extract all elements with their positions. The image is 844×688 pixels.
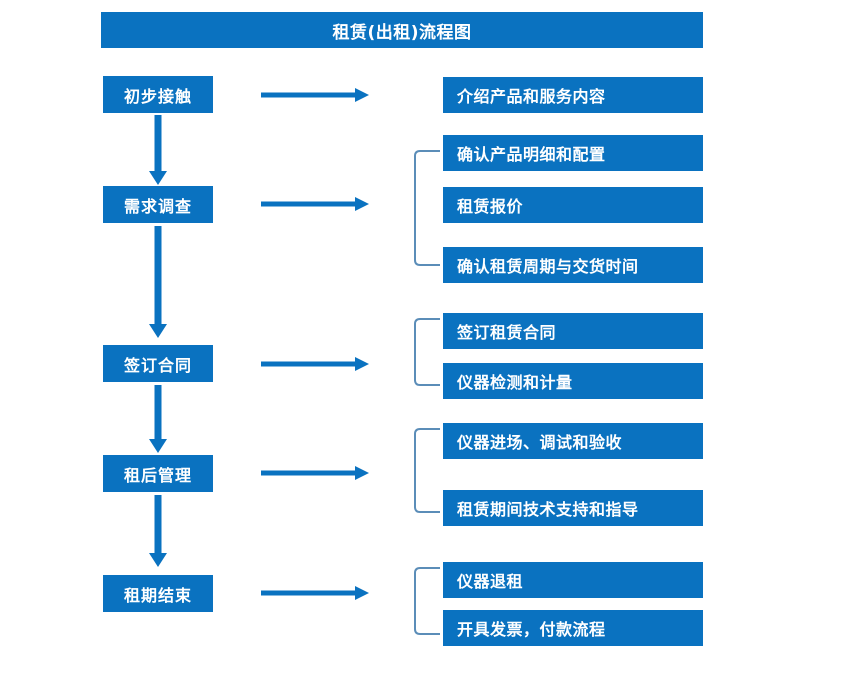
down-arrow-icon-3 — [147, 385, 169, 453]
detail-box-2-3[interactable]: 确认租赁周期与交货时间 — [443, 247, 703, 283]
right-arrow-icon-1 — [261, 86, 369, 104]
detail-box-3-1[interactable]: 签订租赁合同 — [443, 313, 703, 349]
detail-box-1-1[interactable]: 介绍产品和服务内容 — [443, 77, 703, 113]
stage-label-3: 签订合同 — [123, 355, 192, 375]
detail-label: 仪器检测和计量 — [457, 373, 573, 392]
stage-box-5[interactable]: 租期结束 — [103, 575, 213, 612]
detail-label: 确认租赁周期与交货时间 — [457, 257, 639, 276]
stage-box-3[interactable]: 签订合同 — [103, 345, 213, 382]
detail-label: 仪器进场、调试和验收 — [457, 433, 623, 452]
detail-box-4-1[interactable]: 仪器进场、调试和验收 — [443, 423, 703, 459]
left-bracket-icon-4 — [414, 428, 440, 513]
detail-label: 租赁期间技术支持和指导 — [457, 500, 639, 519]
detail-label: 仪器退租 — [457, 572, 524, 591]
detail-label: 租赁报价 — [457, 197, 524, 216]
right-arrow-icon-5 — [261, 584, 369, 602]
stage-box-4[interactable]: 租后管理 — [103, 455, 213, 492]
detail-box-5-2[interactable]: 开具发票，付款流程 — [443, 610, 703, 646]
stage-label-5: 租期结束 — [123, 585, 192, 605]
detail-box-2-2[interactable]: 租赁报价 — [443, 187, 703, 223]
down-arrow-icon-2 — [147, 226, 169, 338]
stage-box-1[interactable]: 初步接触 — [103, 76, 213, 113]
left-bracket-icon-5 — [414, 567, 440, 635]
detail-box-5-1[interactable]: 仪器退租 — [443, 562, 703, 598]
detail-label: 介绍产品和服务内容 — [457, 87, 606, 106]
detail-label: 开具发票，付款流程 — [457, 620, 606, 639]
detail-label: 签订租赁合同 — [457, 323, 557, 342]
stage-label-2: 需求调查 — [123, 196, 192, 216]
right-arrow-icon-2 — [261, 195, 369, 213]
left-bracket-icon-2 — [414, 150, 440, 266]
right-arrow-icon-4 — [261, 464, 369, 482]
detail-box-2-1[interactable]: 确认产品明细和配置 — [443, 135, 703, 171]
page-title: 租赁(出租)流程图 — [101, 12, 703, 48]
right-arrow-icon-3 — [261, 355, 369, 373]
detail-label: 确认产品明细和配置 — [457, 145, 606, 164]
detail-box-3-2[interactable]: 仪器检测和计量 — [443, 363, 703, 399]
stage-box-2[interactable]: 需求调查 — [103, 186, 213, 223]
detail-box-4-2[interactable]: 租赁期间技术支持和指导 — [443, 490, 703, 526]
left-bracket-icon-3 — [414, 318, 440, 386]
down-arrow-icon-4 — [147, 495, 169, 567]
stage-label-4: 租后管理 — [123, 465, 192, 485]
stage-label-1: 初步接触 — [123, 86, 192, 106]
down-arrow-icon-1 — [147, 115, 169, 185]
